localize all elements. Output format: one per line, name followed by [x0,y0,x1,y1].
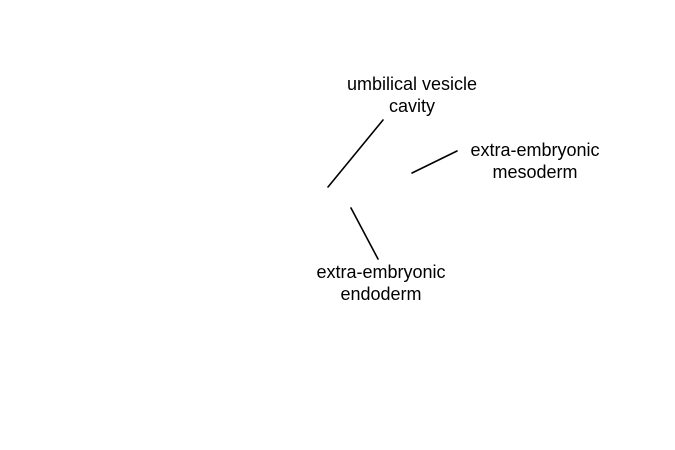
leader-line-extra-embryonic-endoderm [350,207,379,260]
label-extra-embryonic-endoderm: extra-embryonic endoderm [296,261,466,305]
label-extra-embryonic-mesoderm-line1: extra-embryonic [470,140,600,160]
label-extra-embryonic-mesoderm-line2: mesoderm [492,162,578,182]
label-extra-embryonic-mesoderm: extra-embryonic mesoderm [450,139,620,183]
label-extra-embryonic-endoderm-line2: endoderm [340,284,422,304]
leader-line-umbilical-vesicle-cavity [327,119,384,188]
label-umbilical-vesicle-cavity-line1: umbilical vesicle [346,74,478,94]
label-umbilical-vesicle-cavity: umbilical vesicle cavity [332,73,492,117]
label-extra-embryonic-endoderm-line1: extra-embryonic [316,262,446,282]
label-umbilical-vesicle-cavity-line2: cavity [388,96,435,116]
leader-line-extra-embryonic-mesoderm [411,150,458,174]
